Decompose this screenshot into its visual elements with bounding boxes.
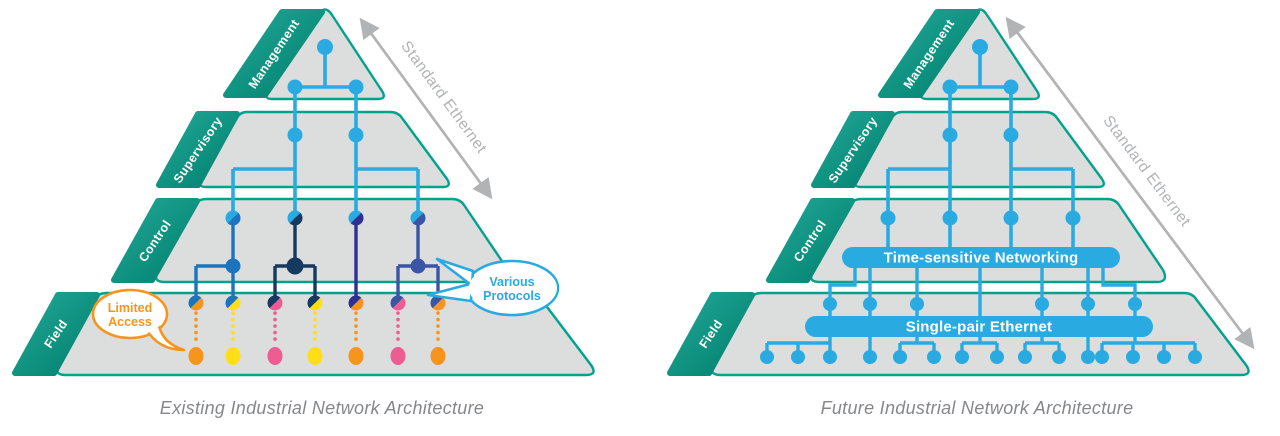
field-device-links [194,311,440,347]
device-dot [927,350,941,364]
band-supervisory [811,111,895,188]
existing-caption: Existing Industrial Network Architecture [160,398,484,418]
layer-supervisory-body [853,110,1105,189]
spe-bar: Single-pair Ethernet [805,316,1153,337]
device-dot [863,350,877,364]
node-dot [348,127,364,143]
field-device-terminals [188,347,446,365]
band-management [223,9,325,98]
node-dot [348,79,364,95]
split-node-dot [348,295,364,311]
split-node-dot [348,210,364,226]
node-dot [287,79,303,95]
various-protocols-line1: Various [489,275,534,289]
device-dot [791,350,805,364]
split-node-dot [410,210,426,226]
split-node-dot [267,295,283,311]
spe-bar-label: Single-pair Ethernet [906,319,1053,336]
node-dot [863,297,877,311]
tsn-bar: Time-sensitive Networking [842,247,1120,268]
device-dot [1081,350,1095,364]
split-node-dot [430,295,446,311]
device-dot [893,350,907,364]
device-dot [348,347,364,365]
split-node-dot [188,295,204,311]
split-node-dot [390,295,406,311]
layer-bands [12,9,325,376]
limited-access-line1: Limited [108,301,152,315]
future-architecture-pyramid: Management Supervisory Control Field Tim… [667,8,1255,418]
split-node-dot [225,295,241,311]
device-dot [188,347,204,365]
node-dot [823,297,837,311]
protocol-links-blue [194,218,235,303]
split-node-dot [225,210,241,226]
node-dot [1065,210,1081,226]
band-management [878,9,980,98]
device-dot [267,347,283,365]
device-dot [1188,350,1202,364]
layer-control-body [809,197,1167,284]
band-supervisory [156,111,240,188]
gateway-nodes [225,210,426,275]
band-control [111,198,200,283]
device-dot [1095,350,1109,364]
device-dot [225,347,241,365]
band-control [766,198,855,283]
limited-access-callout: Limited Access [91,288,186,352]
existing-architecture-pyramid: Management Supervisory Control Field [12,8,595,418]
node-dot [1035,297,1049,311]
node-dot [942,127,958,143]
device-dot [1126,350,1140,364]
limited-access-line2: Access [108,315,152,329]
device-dot [955,350,969,364]
node-dot [317,39,333,55]
node-dot [942,79,958,95]
device-dot [990,350,1004,364]
device-dot [430,347,446,365]
device-dot [823,350,837,364]
layer-bands [667,9,980,376]
node-dot [1003,210,1019,226]
split-node-dot [287,210,303,226]
node-dot [1003,127,1019,143]
layer-supervisory-body [198,110,450,189]
device-dot [390,347,406,365]
various-protocols-callout: Various Protocols [426,257,560,317]
split-node-dot [307,295,323,311]
node-dot [910,297,924,311]
node-dot [880,210,896,226]
device-dot [1052,350,1066,364]
node-dot [942,210,958,226]
various-protocols-line2: Protocols [483,289,541,303]
device-dot [1018,350,1032,364]
band-field [667,292,755,376]
node-dot [1128,297,1142,311]
future-caption: Future Industrial Network Architecture [821,398,1134,418]
node-dot [410,258,426,274]
node-dot [1081,297,1095,311]
node-dot [972,39,988,55]
tsn-bar-label: Time-sensitive Networking [884,250,1079,267]
device-dot [1157,350,1171,364]
node-dot [286,257,304,275]
node-dot [225,258,241,274]
device-dot [307,347,323,365]
device-dot [760,350,774,364]
node-dot [1003,79,1019,95]
band-field [12,292,100,376]
node-dot [287,127,303,143]
field-nodes [188,295,446,311]
